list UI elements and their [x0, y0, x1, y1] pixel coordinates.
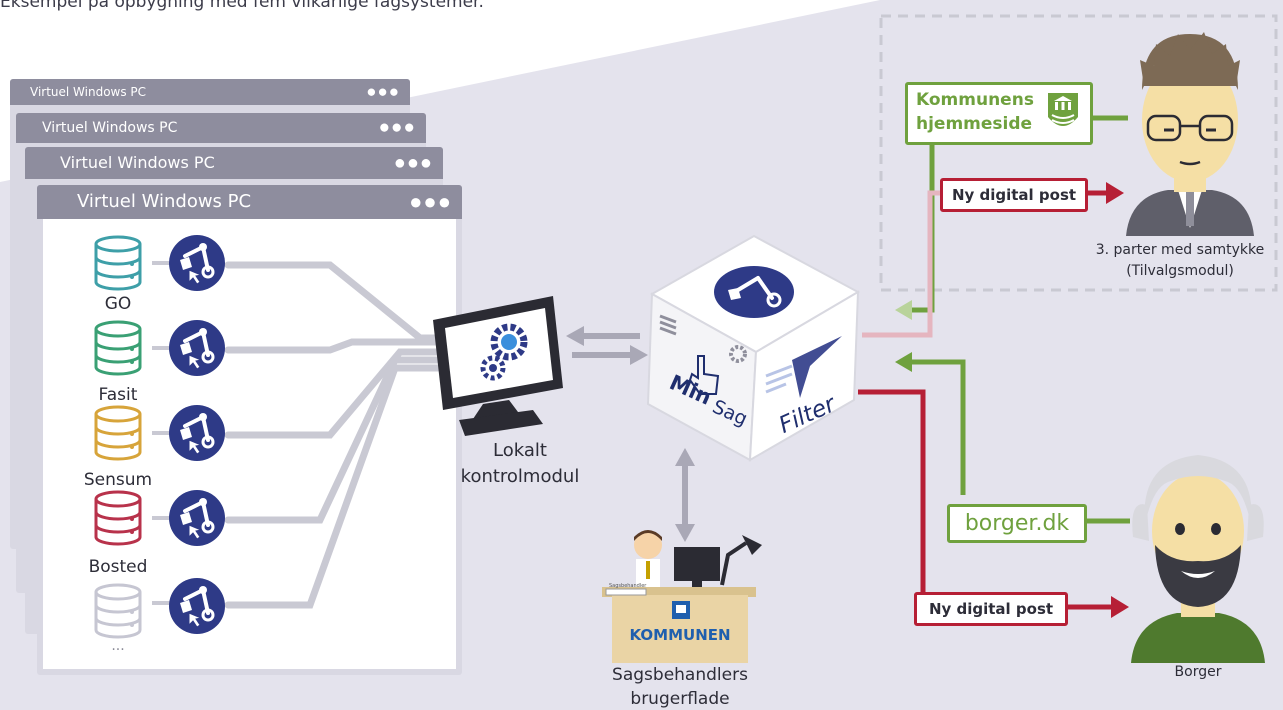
local-module-label-line2: kontrolmodul	[460, 466, 580, 487]
robot-arm-icon	[169, 578, 225, 634]
robot-arm-icon	[169, 405, 225, 461]
system-label-go: GO	[104, 294, 132, 314]
caseworker-desk-illustration	[602, 530, 762, 663]
database-icon	[94, 320, 142, 376]
municipal-website-box: Kommunens hjemmeside	[905, 82, 1093, 145]
municipal-website-line2: hjemmeside	[916, 114, 1033, 134]
system-label-sensum: Sensum	[83, 470, 153, 490]
robot-arm-icon	[169, 235, 225, 291]
citizen-label: Borger	[1174, 664, 1222, 680]
virtual-pc-title: Virtuel Windows PC	[30, 85, 147, 99]
municipal-logo-icon	[1048, 93, 1078, 126]
caseworker-label-line1: Sagsbehandlers	[612, 665, 748, 685]
window-dots-icon: ●●●	[393, 152, 433, 174]
virtual-pc-title: Virtuel Windows PC	[77, 191, 252, 212]
system-label-more: ...	[111, 638, 125, 654]
robot-arm-icon	[169, 320, 225, 376]
digital-post-box-top: Ny digital post	[940, 178, 1088, 212]
third-party-label-line1: 3. parter med samtykke	[1095, 242, 1265, 258]
local-module-label-line1: Lokalt	[493, 440, 547, 461]
system-label-bosted: Bosted	[88, 557, 148, 577]
third-party-person-illustration	[1126, 32, 1254, 236]
monitor-gears-icon	[433, 296, 563, 436]
database-icon	[94, 235, 142, 291]
window-dots-icon: ●●●	[366, 82, 400, 101]
database-icon	[94, 490, 142, 546]
municipal-website-line1: Kommunens	[916, 90, 1034, 110]
system-label-fasit: Fasit	[98, 385, 138, 405]
digital-post-box-bottom: Ny digital post	[914, 592, 1068, 626]
window-dots-icon: ●●●	[409, 189, 452, 214]
virtual-pc-title: Virtuel Windows PC	[60, 153, 215, 172]
database-icon	[94, 583, 142, 639]
diagram-caption: Eksempel på opbygning med fem vilkårlige…	[0, 0, 484, 12]
caseworker-desk-label: KOMMUNEN	[629, 626, 731, 644]
borger-dk-box: borger.dk	[947, 504, 1087, 543]
robot-arm-icon	[169, 490, 225, 546]
caseworker-desk-sign: Sagsbehandler	[609, 583, 647, 589]
database-icon	[94, 405, 142, 461]
caseworker-label-line2: brugerflade	[630, 689, 730, 709]
window-dots-icon: ●●●	[378, 117, 416, 138]
third-party-label-line2: (Tilvalgsmodul)	[1126, 263, 1234, 279]
minsag-filter-cube	[646, 234, 861, 462]
virtual-pc-title: Virtuel Windows PC	[42, 120, 178, 136]
citizen-illustration	[1131, 455, 1265, 663]
